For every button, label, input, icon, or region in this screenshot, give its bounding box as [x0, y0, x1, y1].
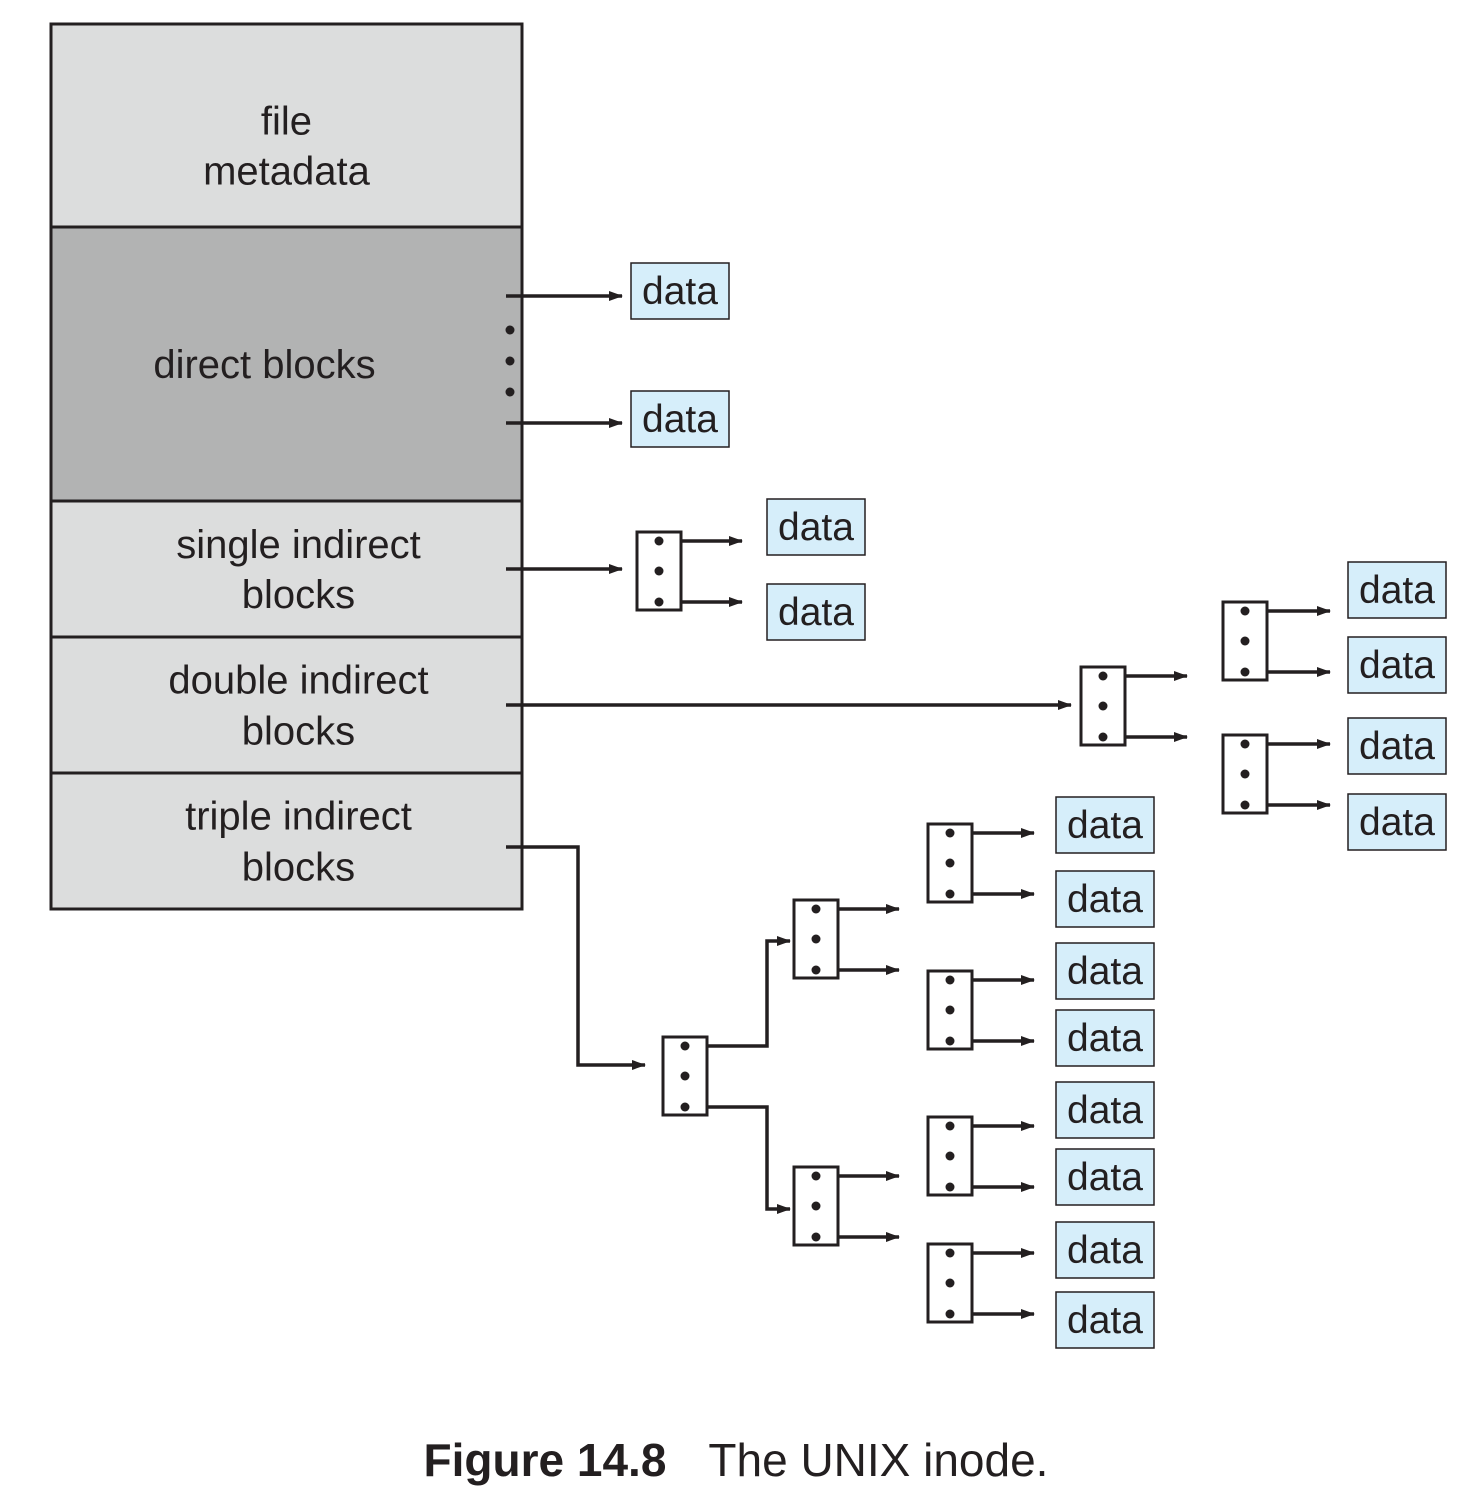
pointer-dot — [1098, 701, 1108, 711]
pointer-dot — [945, 1248, 955, 1258]
pointer-dot — [945, 975, 955, 985]
inode-segment-single — [51, 501, 522, 637]
pointer-dot — [811, 1171, 821, 1181]
pointer-dot — [1240, 606, 1250, 616]
inode-segment-direct-label: direct blocks — [153, 343, 375, 387]
data-block-label: data — [1359, 801, 1435, 844]
pointer-dot — [945, 1182, 955, 1192]
data-block — [1055, 1148, 1155, 1206]
pointer-dot — [811, 1232, 821, 1242]
pointer-dot — [811, 934, 821, 944]
pointer-dot — [811, 965, 821, 975]
pointer-dot — [945, 889, 955, 899]
ellipsis-dot — [505, 387, 515, 397]
data-block-label: data — [1067, 950, 1143, 993]
pointer-dot — [945, 1309, 955, 1319]
data-block — [1055, 1009, 1155, 1067]
figure-caption: Figure 14.8 The UNIX inode. — [0, 1433, 1472, 1487]
data-block-label: data — [1067, 804, 1143, 847]
pointer-dot — [1098, 671, 1108, 681]
inode-segment-single-label: single indirect — [176, 523, 421, 567]
pointer-dot — [680, 1071, 690, 1081]
inode-outline — [49, 22, 524, 911]
data-block — [1347, 793, 1447, 851]
data-block-label: data — [1359, 569, 1435, 612]
data-block-label: data — [1067, 878, 1143, 921]
pointer-dot — [680, 1041, 690, 1051]
pointer-dot — [654, 536, 664, 546]
pointer-dot — [945, 1036, 955, 1046]
data-block — [630, 390, 730, 448]
pointer-dot — [1240, 800, 1250, 810]
pointer-dot — [945, 828, 955, 838]
data-block-label: data — [642, 270, 718, 313]
pointer-arrow — [685, 936, 791, 1048]
inode-segment-single-label: blocks — [242, 573, 355, 617]
figure-caption-text: The UNIX inode. — [708, 1434, 1049, 1486]
pointer-dot — [811, 1201, 821, 1211]
data-block — [1347, 636, 1447, 694]
data-block-label: data — [1067, 1229, 1143, 1272]
inode-segment-metadata — [51, 24, 522, 227]
data-block-label: data — [1067, 1156, 1143, 1199]
pointer-dot — [945, 1121, 955, 1131]
pointer-dot — [1240, 636, 1250, 646]
pointer-arrows — [506, 291, 1331, 1319]
inode-table: file metadata direct blocks single indirect… — [49, 22, 524, 911]
index-blocks — [635, 530, 1269, 1324]
inode-segment-triple-label: triple indirect — [185, 795, 412, 839]
pointer-dot — [945, 858, 955, 868]
data-block-label: data — [778, 506, 854, 549]
inode-segment-double — [51, 637, 522, 773]
pointer-dot — [811, 904, 821, 914]
ellipsis-dot — [505, 356, 515, 366]
data-block — [1055, 796, 1155, 854]
inode-segment-metadata-label: file — [261, 100, 312, 144]
inode-segment-triple — [51, 773, 522, 909]
data-block-label: data — [1067, 1017, 1143, 1060]
inode-segment-double-label: double indirect — [168, 659, 428, 703]
data-block — [1347, 561, 1447, 619]
data-block — [1347, 717, 1447, 775]
inode-segment-triple-label: blocks — [242, 846, 355, 890]
data-block-label: data — [1359, 725, 1435, 768]
data-blocks: data data data data data data data data data data… — [630, 262, 1447, 1349]
data-block-label: data — [642, 398, 718, 441]
data-block — [1055, 942, 1155, 1000]
data-block — [1055, 1081, 1155, 1139]
pointer-dot — [945, 1278, 955, 1288]
pointer-dot — [654, 566, 664, 576]
inode-segment-double-label: blocks — [242, 710, 355, 754]
data-block — [630, 262, 730, 320]
data-block-label: data — [1067, 1089, 1143, 1132]
figure-label: Figure 14.8 — [423, 1434, 667, 1486]
data-block — [1055, 870, 1155, 928]
data-block-label: data — [1067, 1299, 1143, 1342]
pointer-arrow — [506, 845, 646, 1070]
pointer-dot — [1240, 667, 1250, 677]
data-block — [766, 498, 866, 556]
data-block — [1055, 1221, 1155, 1279]
pointer-dot — [1240, 769, 1250, 779]
pointer-dot — [680, 1102, 690, 1112]
inode-segment-direct — [51, 227, 522, 501]
inode-segment-metadata-label: metadata — [203, 150, 371, 194]
pointer-arrow — [685, 1105, 791, 1214]
data-block-label: data — [778, 591, 854, 634]
ellipsis-dot — [505, 325, 515, 335]
data-block — [1055, 1291, 1155, 1349]
data-block — [766, 583, 866, 641]
data-block-label: data — [1359, 644, 1435, 687]
pointer-dot — [1240, 739, 1250, 749]
pointer-dot — [945, 1005, 955, 1015]
pointer-dot — [945, 1151, 955, 1161]
pointer-dot — [654, 597, 664, 607]
pointer-dot — [1098, 732, 1108, 742]
